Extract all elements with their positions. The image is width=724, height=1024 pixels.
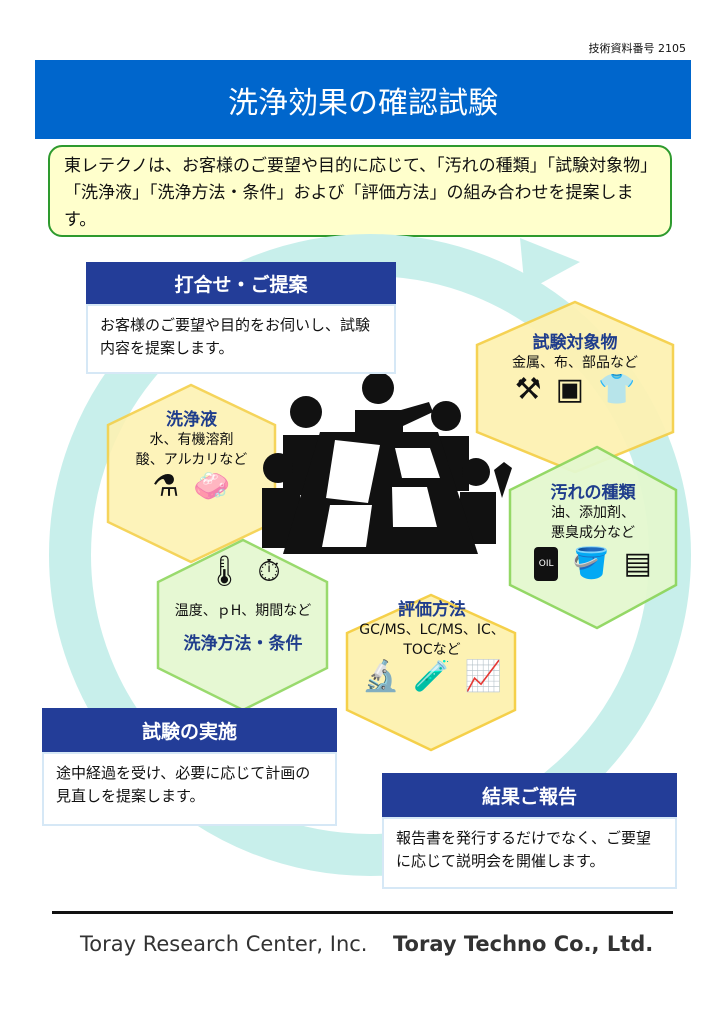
- hex-eval-content: 評価方法 GC/MS、LC/MS、IC、 TOCなど 🔬 🧪 📈: [347, 595, 517, 694]
- hex-liquid-line: 酸、アルカリなど: [135, 452, 248, 468]
- step-2-header: 試験の実施: [42, 708, 337, 752]
- tools-icon: ⚒: [514, 372, 542, 407]
- step-3-header: 結果ご報告: [382, 773, 677, 817]
- step-3-body: 報告書を発行するだけでなく、ご要望に応じて説明会を開催します。: [382, 817, 677, 889]
- soap-icon: 🧼: [193, 469, 231, 504]
- document-number: 技術資料番号 2105: [588, 42, 687, 55]
- hex-liquid: [106, 383, 277, 564]
- hex-method-content: 🌡 ⏱ 温度、ｐH、期間など 洗浄方法・条件: [158, 554, 328, 655]
- toray-techno-logo: Toray Techno Co., Ltd.: [393, 932, 654, 956]
- step-2-body: 途中経過を受け、必要に応じて計画の見直しを提案します。: [42, 752, 337, 826]
- hex-liquid-content: 洗浄液 水、有機溶剤 酸、アルカリなど ⚗ 🧼: [108, 405, 275, 504]
- chip-icon: ▣: [555, 372, 584, 407]
- hex-eval-line: GC/MS、LC/MS、IC、: [359, 622, 505, 638]
- hex-liquid-title: 洗浄液: [166, 410, 217, 430]
- oil-bottle-icon: OIL: [534, 547, 559, 581]
- hex-method-title: 洗浄方法・条件: [183, 634, 303, 654]
- toray-research-logo: Toray Research Center, Inc.: [80, 932, 368, 956]
- hex-object-line: 金属、布、部品など: [512, 355, 638, 371]
- stopwatch-icon: ⏱: [257, 554, 281, 589]
- hex-dirt-title: 汚れの種類: [550, 483, 636, 503]
- arrow-head: [520, 238, 580, 292]
- footer-divider: [52, 911, 673, 914]
- hex-eval: [345, 593, 517, 752]
- microscope-icon: 🔬: [361, 659, 400, 694]
- hex-object-title: 試験対象物: [532, 333, 618, 353]
- step-1-body: お客様のご要望や目的をお伺いし、試験内容を提案します。: [86, 304, 396, 374]
- chart-icon: 📈: [464, 659, 503, 694]
- hex-dirt: [508, 445, 678, 630]
- meeting-icon: [262, 372, 512, 554]
- hex-dirt-line: 悪臭成分など: [551, 525, 635, 541]
- thermometer-icon: 🌡: [205, 554, 244, 589]
- hex-method-line: 温度、ｐH、期間など: [174, 603, 312, 619]
- shirt-icon: 👕: [597, 372, 636, 407]
- beaker-icon: ⚗: [152, 469, 180, 504]
- hex-eval-line: TOCなど: [403, 642, 461, 658]
- test-tubes-icon: 🧪: [413, 659, 451, 694]
- hex-eval-title: 評価方法: [398, 600, 466, 620]
- step-1-header: 打合せ・ご提案: [86, 262, 396, 304]
- intro-box: 東レテクノは、お客様のご要望や目的に応じて、「汚れの種類」「試験対象物」「洗浄液…: [48, 145, 672, 237]
- hex-dirt-line: 油、添加剤、: [551, 505, 635, 521]
- paint-bucket-icon: 🪣: [572, 546, 610, 581]
- hex-liquid-line: 水、有機溶剤: [149, 432, 234, 448]
- jar-icon: ▤: [623, 546, 652, 581]
- hex-dirt-content: 汚れの種類 油、添加剤、 悪臭成分など OIL 🪣 ▤: [510, 478, 676, 581]
- hex-object-content: 試験対象物 金属、布、部品など ⚒ ▣ 👕: [475, 328, 675, 407]
- page-title: 洗浄効果の確認試験: [35, 60, 691, 139]
